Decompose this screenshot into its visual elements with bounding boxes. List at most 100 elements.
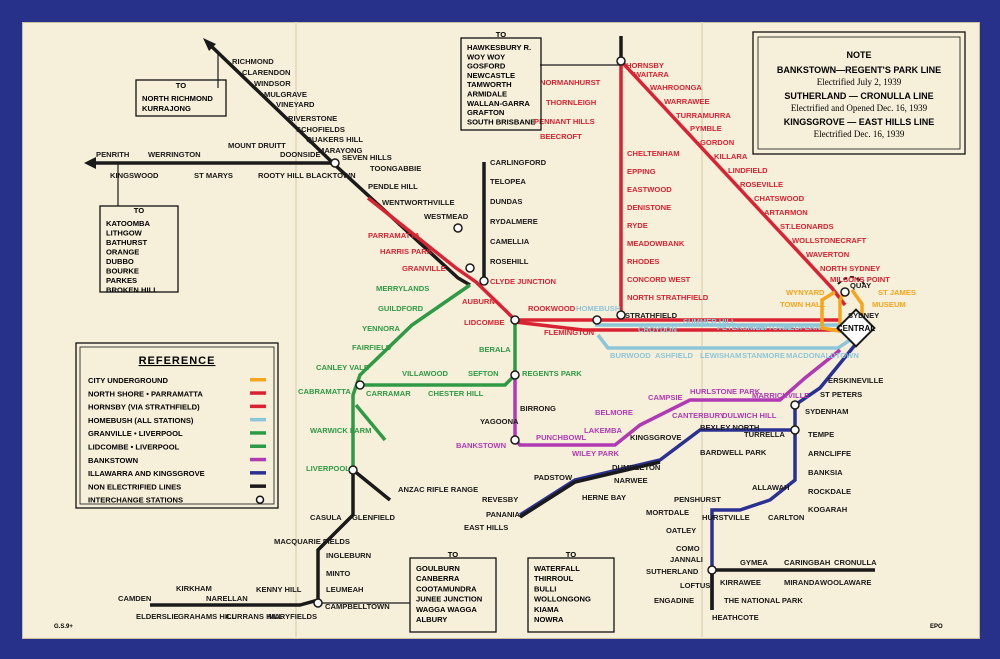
station-label: FAIRFIELD (352, 343, 392, 352)
station-label: WERRINGTON (148, 150, 201, 159)
station-label: ST.LEONARDS (780, 222, 834, 231)
station-label: TOONGABBIE (370, 164, 421, 173)
legend-label: INTERCHANGE STATIONS (88, 496, 183, 505)
station-label: GRANVILLE (402, 264, 446, 273)
legend-swatch (250, 378, 266, 382)
station-label: DUMBLETON (612, 463, 660, 472)
station-label: HURLSTONE PARK (690, 387, 761, 396)
station-label: AUBURN (462, 297, 495, 306)
dest-place: GRAFTON (467, 108, 504, 117)
station-label: KOGARAH (808, 505, 847, 514)
central-station[interactable]: CENTRAL (836, 308, 876, 348)
legend-swatch (250, 444, 266, 448)
legend-swatch (250, 417, 266, 422)
legend-swatch (250, 431, 266, 435)
station-label: CARLTON (768, 513, 804, 522)
station-label: MARRICKVILLE (752, 391, 809, 400)
station-label: GORDON (700, 138, 734, 147)
station-label: INGLEBURN (326, 551, 371, 560)
station-label: MILSONS POINT (830, 275, 890, 284)
dest-place: ARMIDALE (467, 90, 507, 99)
station-label: HURSTVILLE (702, 513, 750, 522)
dest-place: WALLAN-GARRA (467, 99, 530, 108)
station-label: RHODES (627, 257, 660, 266)
dest-to: TO (496, 30, 507, 39)
station-label: NORTH SYDNEY (820, 264, 880, 273)
station-label: SYDNEY (848, 311, 879, 320)
station-label: PENDLE HILL (368, 182, 418, 191)
station-label: SEVEN HILLS (342, 153, 392, 162)
station-label: NEWTOWN (750, 323, 791, 332)
station-label: WARWICK FARM (310, 426, 371, 435)
note-title: NOTE (846, 50, 871, 60)
arrow-icon (203, 38, 216, 51)
station-label: MIRANDA (784, 578, 820, 587)
station-label: MEADOWBANK (627, 239, 685, 248)
dest-place: WOY WOY (467, 52, 505, 61)
station-label: BELMORE (595, 408, 633, 417)
station-label: MARYFIELDS (268, 612, 317, 621)
station-label: CAMPSIE (648, 393, 683, 402)
station-label: NARELLAN (206, 594, 248, 603)
station-label: PADSTOW (534, 473, 573, 482)
dest-box-western: TO KATOOMBALITHGOWBATHURSTORANGEDUBBOBOU… (99, 205, 179, 295)
dest-place: GOSFORD (467, 62, 506, 71)
legend-label: NON ELECTRIFIED LINES (88, 482, 181, 491)
station-label: TOWN HALL (780, 300, 826, 309)
station-label: PENRITH (96, 150, 129, 159)
station-label: NORTH STRATHFIELD (627, 293, 709, 302)
station-label: SUMMER HILL (683, 317, 736, 326)
note-line: BANKSTOWN—REGENT'S PARK LINE (777, 65, 941, 75)
station-label: LEWISHAM (700, 351, 741, 360)
dest-place: NORTH RICHMOND (142, 94, 213, 103)
station-label: MINTO (326, 569, 350, 578)
note-line: Electrified July 2, 1939 (817, 77, 902, 87)
station-label: BEXLEY NORTH (700, 423, 759, 432)
station-labels: RICHMONDCLARENDONWINDSORMULGRAVEVINEYARD… (96, 57, 916, 622)
station-label: ENGADINE (654, 596, 694, 605)
station-label: CABRAMATTA (298, 387, 351, 396)
station-label: REDFERN (784, 323, 821, 332)
station-label: FLEMINGTON (544, 328, 594, 337)
dest-place: ALBURY (416, 615, 447, 624)
lidcombe-liverpool-line (360, 322, 517, 387)
station-label: COMO (676, 544, 700, 553)
dest-place: NOWRA (534, 615, 564, 624)
station-label: CAMELLIA (490, 237, 530, 246)
station-label: HARRIS PARK (380, 247, 433, 256)
central-label: CENTRAL (837, 324, 875, 333)
parramatta-line (366, 196, 840, 322)
station-label: PENNANT HILLS (534, 117, 595, 126)
dest-place: COOTAMUNDRA (416, 584, 477, 593)
station-label: STRATHFIELD (625, 311, 678, 320)
station-label: CAMPBELLTOWN (325, 602, 390, 611)
station-label: ARTARMON (764, 208, 808, 217)
station-label: STANMORE (742, 351, 785, 360)
station-label: HERNE BAY (582, 493, 626, 502)
note-line: Electrified Dec. 16, 1939 (814, 129, 905, 139)
homebush-line-lower (596, 333, 851, 350)
city-loop (837, 276, 865, 285)
dest-place: PARKES (106, 276, 137, 285)
dest-place: HAWKESBURY R. (467, 43, 531, 52)
station-label: ELDERSLIE (136, 612, 179, 621)
station-label: CROYDON (638, 325, 677, 334)
station-label: WARRAWEE (664, 97, 710, 106)
station-label: RIVERSTONE (288, 114, 337, 123)
station-label: EPPING (627, 167, 656, 176)
station-label: ROOKWOOD (528, 304, 576, 313)
station-label: CURRANS HILL (226, 612, 283, 621)
station-label: PANANIA (486, 510, 521, 519)
interchange-markers (313, 56, 850, 608)
dest-to: TO (134, 206, 145, 215)
station-label: ROCKDALE (808, 487, 851, 496)
station-label: RICHMOND (232, 57, 274, 66)
station-label: THE NATIONAL PARK (724, 596, 803, 605)
station-label: TEMPE (808, 430, 834, 439)
dest-place: SOUTH BRISBANE (467, 117, 535, 126)
dest-place: BULLI (534, 584, 556, 593)
richmond-line (206, 41, 337, 167)
station-label: BEECROFT (540, 132, 582, 141)
print-code: G.S.9+ (54, 624, 73, 630)
